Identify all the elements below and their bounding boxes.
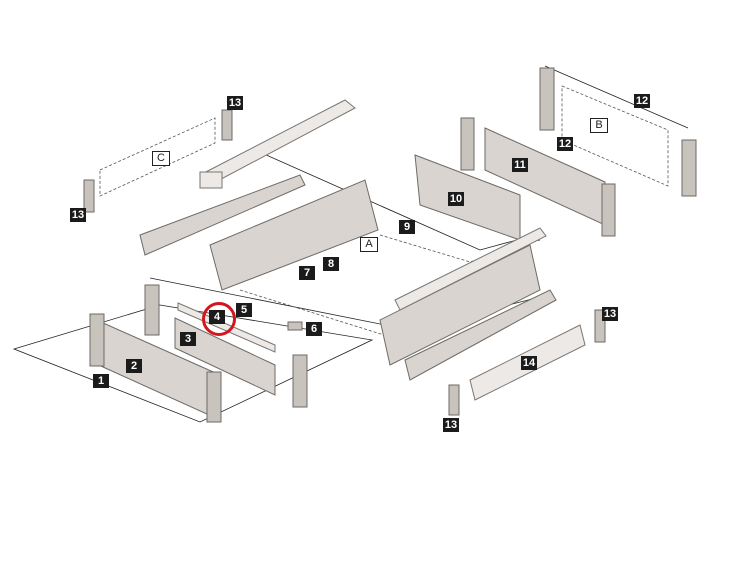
- front-post: [206, 371, 222, 423]
- label-8: 8: [323, 257, 339, 271]
- label-12: 12: [557, 137, 573, 151]
- back-panel-part-3: [174, 317, 276, 396]
- label-6: 6: [306, 322, 322, 336]
- label-14: 14: [521, 356, 537, 370]
- post-part: [460, 117, 475, 171]
- rail-end: [199, 171, 223, 189]
- label-13: 13: [443, 418, 459, 432]
- clip-part-6: [287, 321, 303, 331]
- label-12: 12: [634, 94, 650, 108]
- guide-line: [544, 65, 689, 129]
- post-part: [601, 183, 616, 237]
- label-13: 13: [227, 96, 243, 110]
- label-9: 9: [399, 220, 415, 234]
- panel-c-outline: [99, 117, 216, 197]
- label-a: A: [360, 237, 378, 252]
- clip-part-13: [83, 179, 95, 213]
- left-runner-part: [139, 174, 306, 256]
- label-7: 7: [299, 266, 315, 280]
- drawer-bottom-outline: [12, 304, 374, 423]
- label-13: 13: [70, 208, 86, 222]
- label-b: B: [590, 118, 608, 133]
- right-top-rail-part: [394, 227, 547, 311]
- front-post: [89, 313, 105, 367]
- clip-part-13: [448, 384, 460, 416]
- post-part-12: [681, 139, 697, 197]
- label-1: 1: [93, 374, 109, 388]
- label-c: C: [152, 151, 170, 166]
- post-part-12: [539, 67, 555, 131]
- side-panel-part-7: [209, 179, 379, 291]
- label-10: 10: [448, 192, 464, 206]
- clip-part-13: [221, 109, 233, 141]
- panel-b-outline: [561, 85, 669, 187]
- label-13: 13: [602, 307, 618, 321]
- right-runner-part: [404, 289, 557, 381]
- label-2: 2: [126, 359, 142, 373]
- label-3: 3: [180, 332, 196, 346]
- label-11: 11: [512, 158, 528, 172]
- post-part: [144, 284, 160, 336]
- clip-part-13: [594, 309, 606, 343]
- post-part: [292, 354, 308, 408]
- highlight-circle: [202, 302, 236, 336]
- label-5: 5: [236, 303, 252, 317]
